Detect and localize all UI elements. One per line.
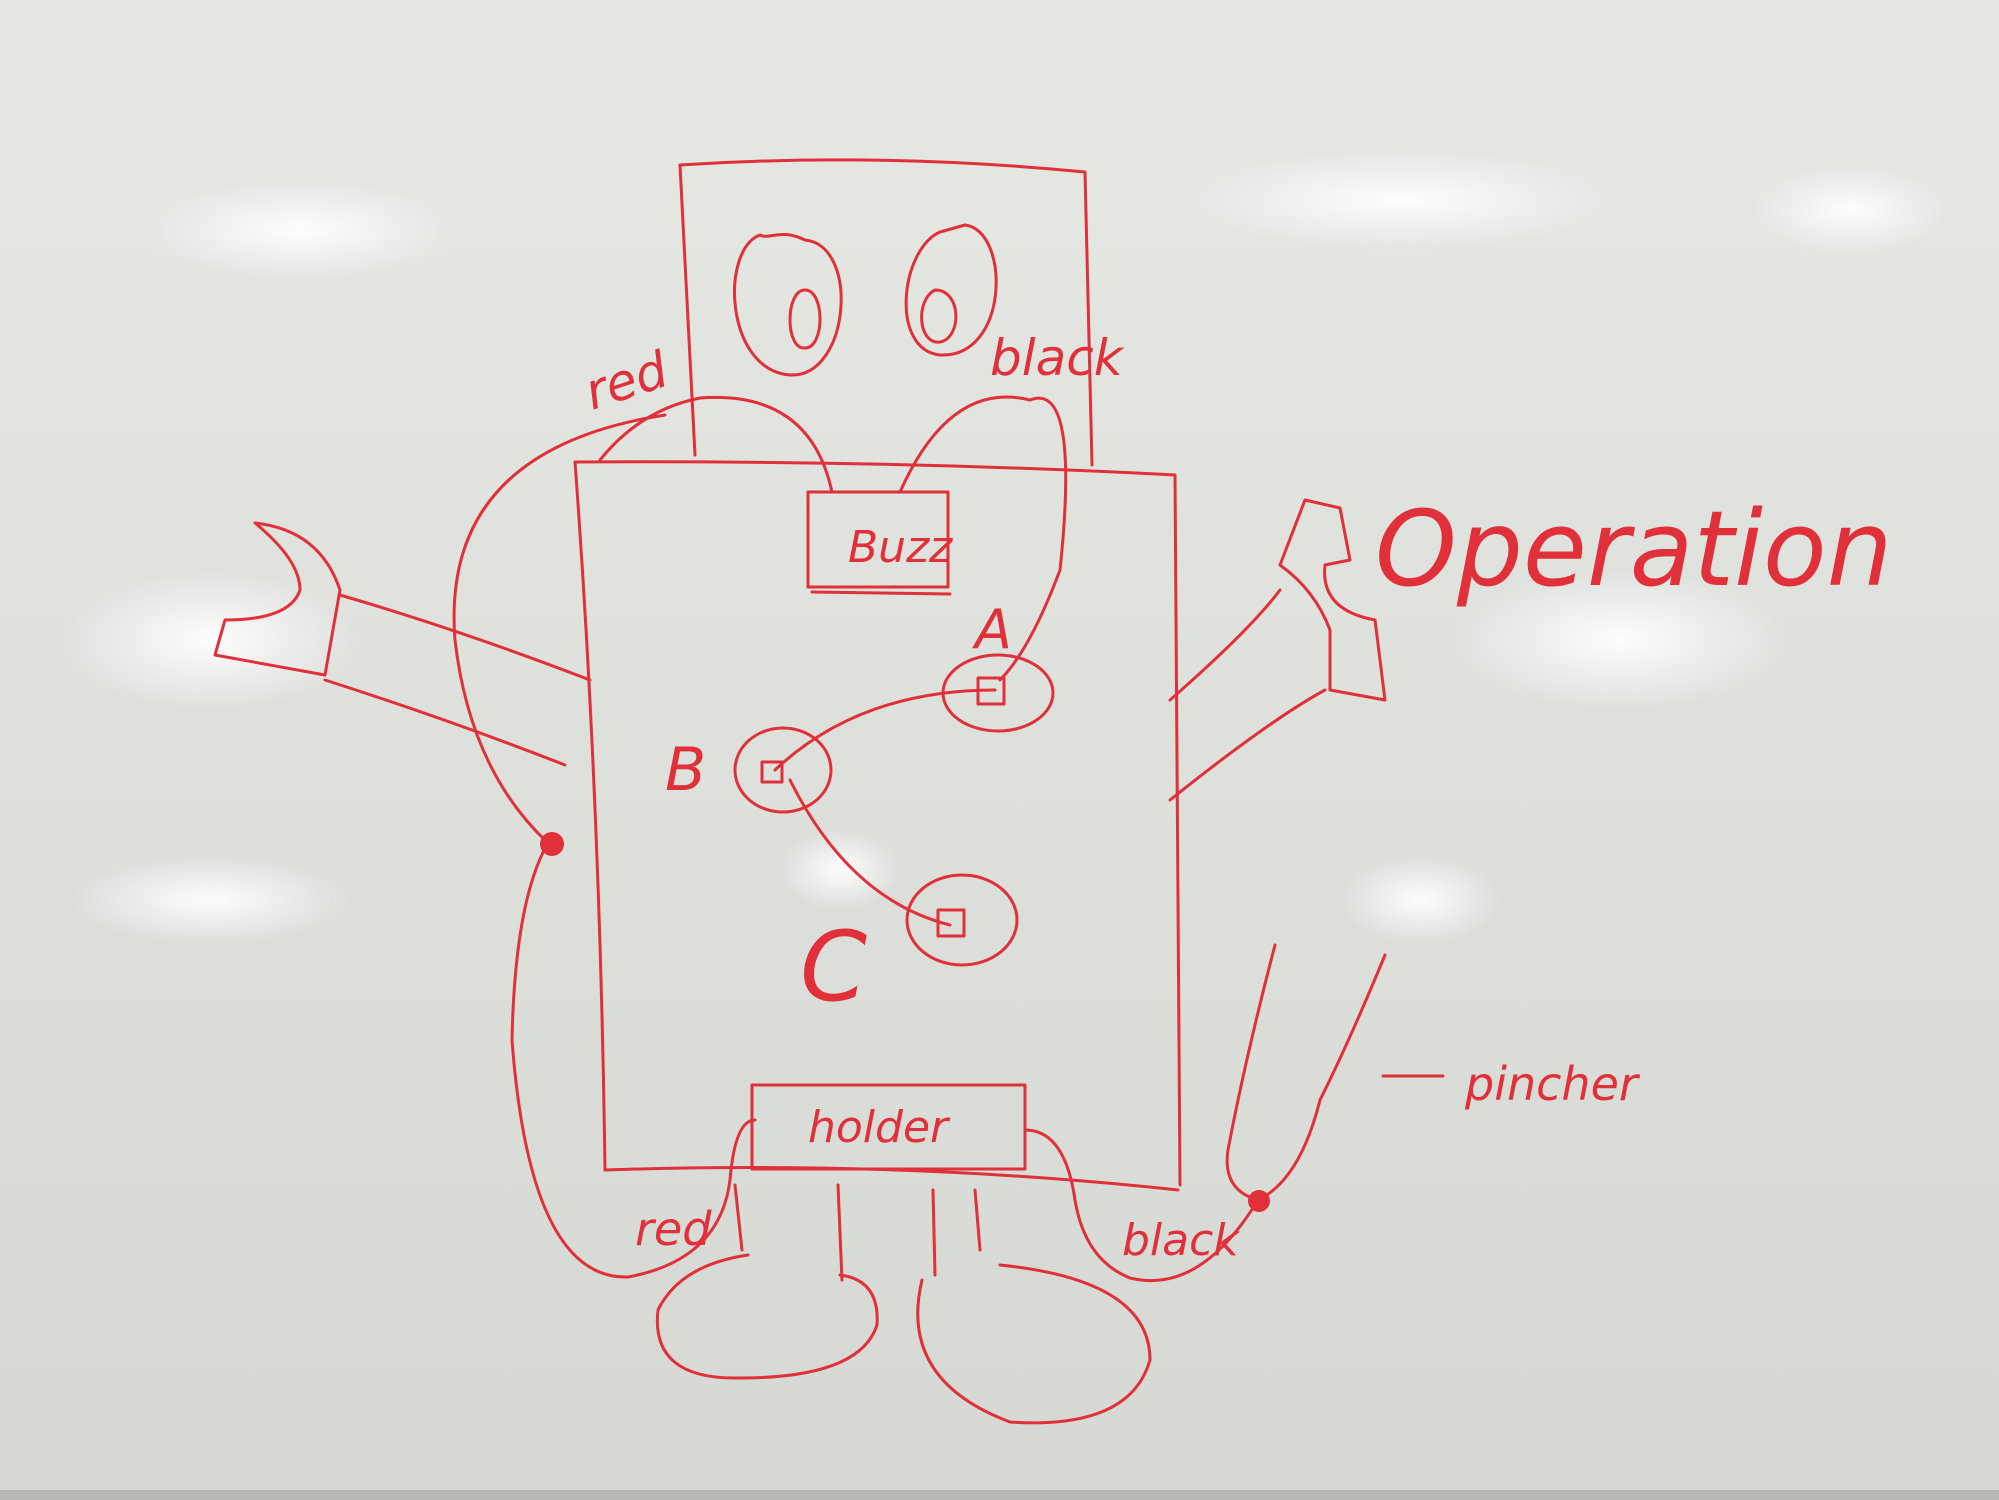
wire-red-bottom [510,841,757,1279]
left-arm [323,593,592,767]
point-b-contact [760,760,784,784]
glare [1750,165,1950,255]
title: Operation [1375,488,1893,610]
left-pupil [788,288,822,350]
board-bottom-edge [0,1490,1999,1500]
right-arm [1168,588,1327,802]
point-b-ring [733,726,833,814]
wire-b-to-c [788,778,952,927]
glare [1450,570,1790,710]
junction-dot [1248,1190,1270,1212]
right-eye [904,223,998,357]
point-a-label: A [972,598,1012,661]
wire-label-red-bottom: red [635,1202,712,1256]
glare [1180,150,1620,250]
point-c-ring [905,873,1019,967]
holder-box [750,1083,1027,1171]
right-pupil [920,288,958,344]
left-eye [733,232,843,377]
glare [140,180,460,280]
point-b-label: B [665,735,706,805]
buzzer-box [806,490,950,589]
wire-red-main [452,413,667,845]
glare [60,570,360,710]
robot-head [678,158,1094,467]
wire-label-black-top: black [990,329,1125,387]
wire-a-to-buzzer [898,395,1068,682]
left-leg [733,1183,982,1282]
junction-dot [540,832,564,856]
glare [1340,855,1500,945]
wire-red-top [598,395,834,494]
left-claw [213,521,342,677]
holder-label: holder [808,1102,951,1153]
wire-a-to-b [773,688,997,772]
point-c-label: C [800,911,867,1023]
buzzer-underline [810,590,952,596]
wire-label-black-bottom: black [1122,1215,1240,1266]
wire-black-bottom [1023,1128,1260,1283]
right-claw [1278,498,1387,702]
glare [70,855,350,945]
right-foot [916,1263,1152,1425]
left-foot [655,1253,879,1380]
buzzer-label: Buzz [848,522,953,573]
robot-body [573,460,1182,1192]
glare [780,830,900,910]
pincher-label: pincher [1464,1057,1641,1111]
